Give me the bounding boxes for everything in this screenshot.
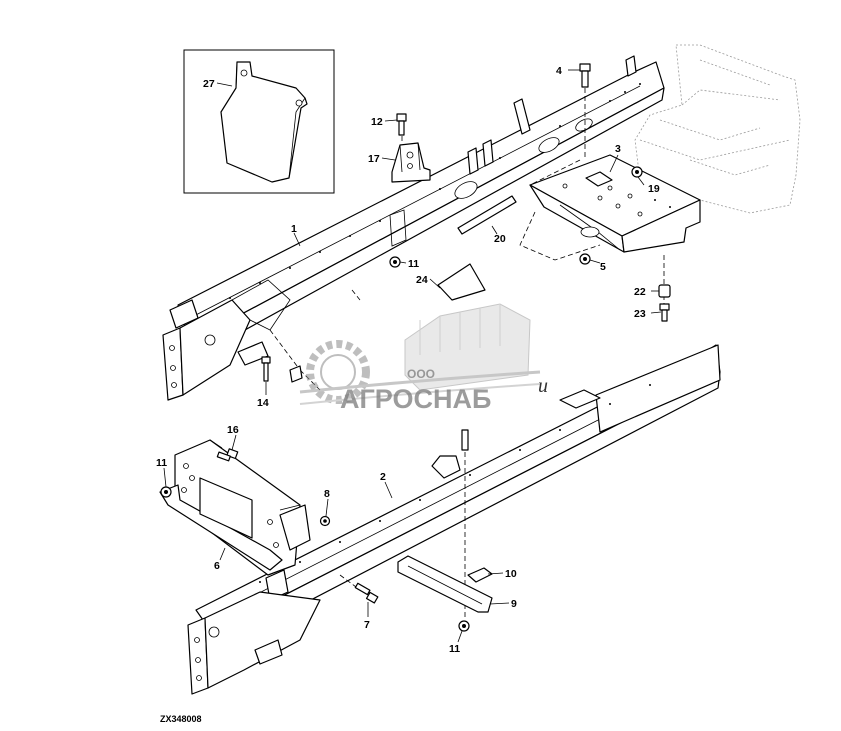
callout-10: 10: [505, 568, 517, 580]
rod-20: [457, 195, 517, 235]
callout-6: 6: [214, 560, 220, 572]
drawing-code: ZX348008: [160, 714, 202, 724]
bolt-14: [261, 356, 271, 382]
watermark-company: АГРОСНАБ: [340, 384, 491, 414]
callout-11-bottom: 11: [449, 643, 460, 655]
bracket-17: [391, 142, 431, 183]
callout-7: 7: [364, 619, 370, 631]
mounting-plate-3: [529, 154, 701, 253]
callout-11-left: 11: [156, 457, 167, 469]
inset-detail-27: [183, 49, 335, 194]
watermark-suffix: u: [538, 375, 548, 397]
callout-11-upper: 11: [408, 258, 419, 270]
clip-10: [467, 567, 493, 583]
bracket-6: [159, 439, 311, 576]
upper-side-member: [162, 55, 665, 401]
callout-22: 22: [634, 286, 646, 298]
pin-bolt-lower: [461, 429, 469, 451]
callout-2: 2: [380, 471, 386, 483]
nut-5: [579, 253, 591, 265]
callout-3: 3: [615, 143, 621, 155]
callout-17: 17: [368, 153, 380, 165]
callout-20: 20: [494, 233, 506, 245]
callout-5: 5: [600, 261, 606, 273]
nut-19: [631, 166, 643, 178]
watermark: ООО АГРОСНАБ u: [299, 303, 548, 414]
bolt-23: [659, 303, 670, 322]
callout-4: 4: [556, 65, 562, 77]
lower-side-member: [187, 344, 721, 695]
assembly-lines-mid: [269, 289, 361, 391]
nut-8: [319, 515, 331, 527]
bolt-12: [396, 113, 407, 136]
spacer-22: [658, 284, 671, 298]
axis-7: [339, 574, 357, 588]
callout-numbers: 27 4 12 17 3 19 1 20 11 5 24 22 23 14 16…: [156, 65, 660, 655]
callout-14: 14: [257, 397, 269, 409]
bracket-9: [397, 555, 493, 613]
leader-lines: [163, 69, 662, 643]
bolt-4: [579, 63, 591, 88]
bolt-7: [354, 582, 379, 604]
assembly-lines-upper: [519, 159, 601, 261]
nut-11-upper: [389, 256, 401, 268]
callout-16: 16: [227, 424, 239, 436]
part-24: [437, 263, 486, 301]
callout-19: 19: [648, 183, 660, 195]
callout-23: 23: [634, 308, 646, 320]
nut-11-bottom: [458, 620, 470, 632]
callout-24: 24: [416, 274, 428, 286]
watermark-prefix: ООО: [407, 367, 435, 381]
callout-8: 8: [324, 488, 330, 500]
ghost-machine-outline: [634, 44, 801, 214]
nut-11-left: [160, 486, 172, 498]
callout-12: 12: [371, 116, 383, 128]
callout-1: 1: [291, 223, 297, 235]
bolt-16: [216, 448, 239, 462]
callout-27: 27: [203, 78, 215, 90]
bracket-ghost: [289, 365, 303, 383]
callout-9: 9: [511, 598, 517, 610]
